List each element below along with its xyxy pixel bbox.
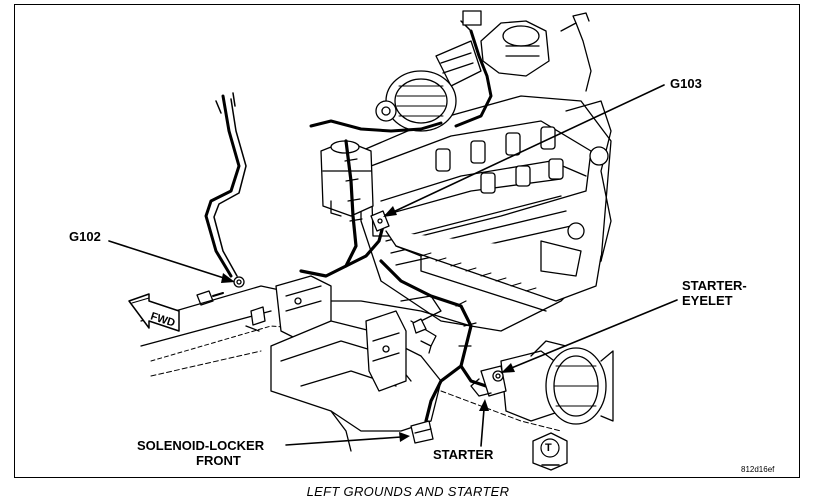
figure-caption: LEFT GROUNDS AND STARTER (306, 484, 510, 499)
harness-clips (245, 306, 432, 354)
starter-harness (379, 259, 488, 423)
label-starter-eyelet-line2: EYELET (682, 293, 733, 308)
throttle-body (435, 12, 592, 92)
label-solenoid-locker-line1: SOLENOID-LOCKER (137, 438, 265, 453)
engine-illustration (108, 10, 678, 471)
label-solenoid-locker-line2: FRONT (196, 453, 241, 468)
starter-motor (470, 340, 614, 425)
torque-symbol-icon (532, 432, 568, 471)
fwd-arrow-icon (128, 293, 180, 332)
starter-harness-bands (455, 300, 477, 347)
engine-block (360, 95, 612, 332)
harness-bands (344, 158, 363, 222)
label-g102: G102 (69, 229, 101, 244)
solenoid-locker-connector (410, 420, 434, 444)
leader-lines (108, 84, 678, 447)
diagram-frame: FWD T G102 G103 STARTER- EYELET SOLENOID… (14, 4, 800, 478)
alternator (375, 70, 457, 132)
ground-strap-g102 (204, 92, 247, 288)
torque-label: T (545, 442, 552, 454)
figure-code: 812d16ef (741, 465, 775, 474)
label-g103: G103 (670, 76, 702, 91)
label-starter-eyelet-line1: STARTER- (682, 278, 747, 293)
label-starter: STARTER (433, 447, 494, 462)
starter-eyelet (492, 370, 504, 382)
frame-crossmember (140, 275, 562, 452)
main-harness (299, 139, 385, 278)
